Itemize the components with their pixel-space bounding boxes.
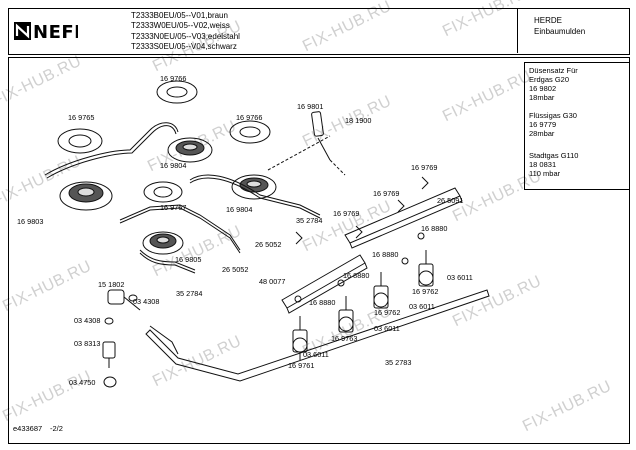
part-label: 48 0077 — [259, 277, 286, 286]
ignition-rail-front — [281, 254, 368, 314]
document-id: e433687 — [13, 424, 43, 433]
nozzle-set-2-line-2: 16 9779 — [529, 120, 557, 129]
part-label: 35 2784 — [296, 216, 323, 225]
header-divider — [517, 8, 518, 53]
part-label: 16 9767 — [160, 203, 187, 212]
clips — [294, 176, 429, 303]
page-number: -2/2 — [50, 424, 63, 433]
gas-manifold — [145, 289, 490, 382]
part-label: 16 9803 — [17, 217, 44, 226]
logo-text: NEFF — [33, 22, 78, 40]
burner-cap-left — [57, 128, 103, 154]
part-label: 03 4308 — [133, 297, 160, 306]
part-label: 16 9762 — [374, 308, 401, 317]
part-label: 16 9804 — [226, 205, 253, 214]
maker-label: HERDE — [534, 16, 563, 25]
part-label: 16 9766 — [236, 113, 263, 122]
nozzle-set-1-line-4: 18mbar — [529, 93, 555, 102]
gas-inlet-elbow — [107, 289, 141, 311]
part-label: 26 5052 — [255, 240, 282, 249]
part-label: 03 6011 — [409, 302, 435, 311]
part-label: 35 2784 — [176, 289, 203, 298]
part-label: 03 8313 — [74, 339, 101, 348]
part-label: 16 8880 — [421, 224, 448, 233]
model-line-1: T2333B0EU/05--V01,braun — [131, 11, 228, 20]
part-label: 16 8880 — [372, 250, 399, 259]
part-label: 16 9769 — [373, 189, 400, 198]
model-line-4: T2333S0EU/05--V04,schwarz — [131, 42, 237, 52]
part-label: 03 6011 — [447, 273, 473, 282]
header-frame — [8, 8, 630, 55]
nozzle-set-2-line-1: Flüssigas G30 — [529, 111, 577, 120]
burner-body-rear — [167, 137, 213, 163]
gas-inlet-fitting — [102, 341, 116, 368]
pipe-left — [44, 122, 179, 176]
part-label: 16 8880 — [309, 298, 336, 307]
nozzle-set-2-line-3: 28mbar — [529, 129, 555, 138]
part-label: 26 5091 — [437, 196, 464, 205]
burner-body-front — [142, 231, 184, 255]
part-label: 16 9769 — [411, 163, 438, 172]
part-label: 16 9805 — [175, 255, 202, 264]
burner-body-right — [231, 174, 277, 200]
pipe-mid — [119, 204, 241, 251]
diagram-frame — [8, 57, 630, 444]
gas-valve-front-mid — [338, 296, 354, 333]
burner-body-left — [59, 181, 113, 211]
spark-plug — [311, 111, 324, 137]
gas-valve-rear-mid — [373, 272, 389, 309]
category-label: Einbaumulden — [534, 27, 586, 36]
model-line-3: T2333N0EU/05--V03,edelstahl — [131, 31, 240, 41]
part-label: 15 1802 — [98, 280, 125, 289]
gas-seal-rings — [103, 294, 138, 388]
part-label: 03 4308 — [74, 316, 101, 325]
pipe-front — [139, 249, 196, 271]
burner-cap-right — [229, 120, 271, 144]
part-label: 16 9804 — [160, 161, 187, 170]
part-label: 03 6011 — [303, 350, 329, 359]
nozzle-set-3-line-2: 18 0831 — [529, 160, 557, 169]
part-label: 35 2783 — [385, 358, 412, 367]
burner-cap-center — [143, 181, 183, 203]
part-label: 03 4750 — [69, 378, 96, 387]
part-label: 16 9769 — [333, 209, 360, 218]
part-label: 16 9765 — [68, 113, 95, 122]
nozzle-set-1-line-2: Erdgas G20 — [529, 75, 570, 84]
nozzle-set-3-line-1: Stadtgas G110 — [529, 151, 579, 160]
nozzle-set-3-line-3: 110 mbar — [529, 169, 561, 178]
ignition-rail-rear — [344, 187, 463, 249]
nozzle-set-1-line-1: Düsensatz Für — [529, 66, 578, 75]
model-line-2: T2333W0EU/05--V02,weiss — [131, 21, 230, 31]
nozzle-box — [524, 62, 630, 190]
part-label: 16 9766 — [160, 74, 187, 83]
part-label: 16 9801 — [297, 102, 324, 111]
burner-cap-rear-left — [156, 80, 198, 104]
gas-valve-rear-right — [418, 250, 434, 287]
part-label: 26 5052 — [222, 265, 249, 274]
neff-logo: NEFF — [14, 22, 86, 45]
part-label: 16 9763 — [331, 334, 358, 343]
part-label: 03 6011 — [374, 324, 400, 333]
part-label: 18 1900 — [345, 116, 372, 125]
pipe-rear — [189, 174, 321, 216]
part-label: 16 9761 — [288, 361, 315, 370]
nozzle-set-1-line-3: 16 9802 — [529, 84, 557, 93]
part-label: 16 9762 — [412, 287, 439, 296]
part-label: 16 8880 — [343, 271, 370, 280]
